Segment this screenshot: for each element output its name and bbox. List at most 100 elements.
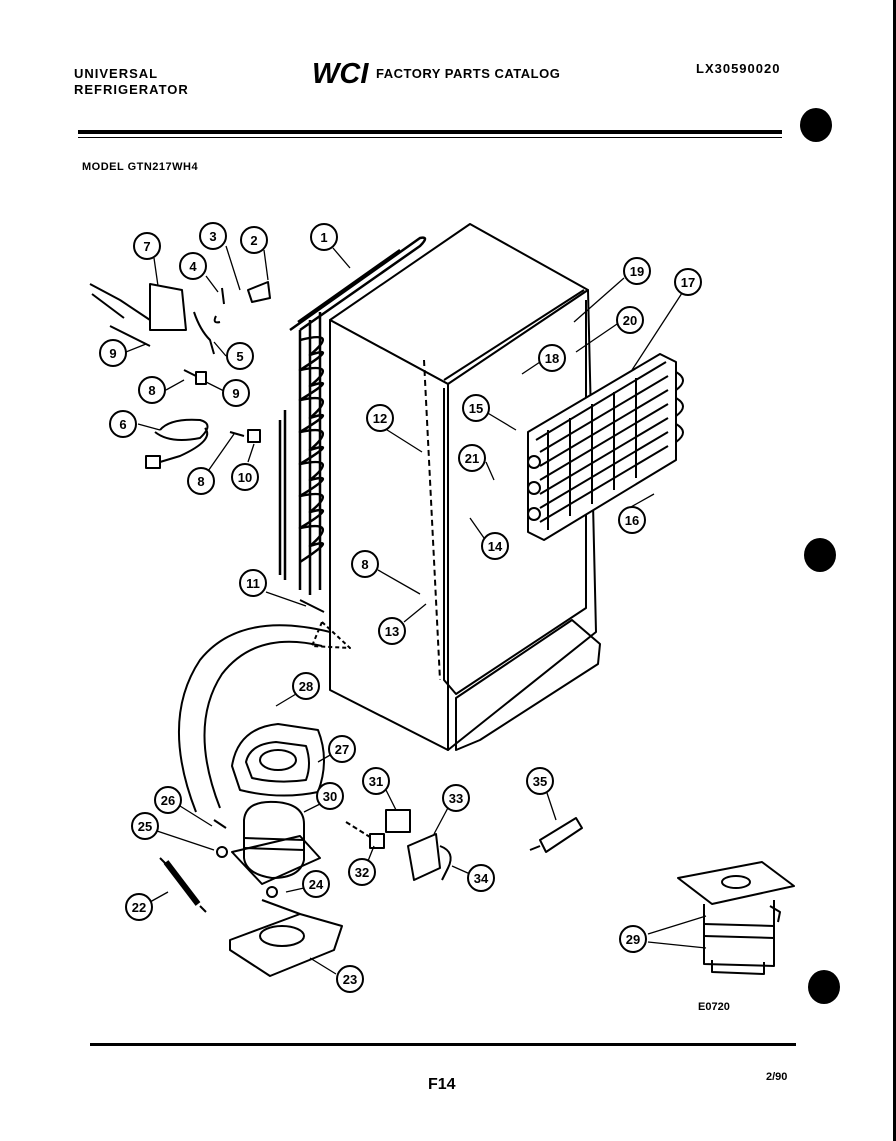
svg-text:27: 27 [335, 742, 349, 757]
callout-15: 15 [462, 394, 490, 422]
compressor-base [229, 899, 343, 977]
svg-text:20: 20 [623, 313, 637, 328]
callout-9b: 9 [222, 379, 250, 407]
svg-text:9: 9 [232, 386, 239, 401]
svg-text:28: 28 [299, 679, 313, 694]
callout-16: 16 [618, 506, 646, 534]
callout-7: 7 [133, 232, 161, 260]
svg-text:13: 13 [385, 624, 399, 639]
callout-9a: 9 [99, 339, 127, 367]
compressor [213, 800, 379, 898]
callout-29: 29 [619, 925, 647, 953]
callout-24: 24 [302, 870, 330, 898]
svg-text:34: 34 [474, 871, 489, 886]
svg-text:23: 23 [343, 972, 357, 987]
callout-6: 6 [109, 410, 137, 438]
callout-8c: 8 [351, 550, 379, 578]
part-callouts: 1 2 3 4 5 6 7 8 8 8 9 9 10 11 12 13 14 1… [99, 222, 702, 993]
callout-17: 17 [674, 268, 702, 296]
brand-line-2: REFRIGERATOR [74, 82, 189, 97]
callout-21: 21 [458, 444, 486, 472]
callout-35: 35 [526, 767, 554, 795]
leader-lines [125, 245, 707, 975]
callout-23: 23 [336, 965, 364, 993]
svg-text:8: 8 [148, 383, 155, 398]
footer-rule [90, 1043, 796, 1046]
callout-14: 14 [481, 532, 509, 560]
svg-text:30: 30 [323, 789, 337, 804]
electrical-components [369, 809, 583, 881]
condenser-coil [278, 236, 427, 595]
callout-30: 30 [316, 782, 344, 810]
callout-2: 2 [240, 226, 268, 254]
callout-19: 19 [623, 257, 651, 285]
svg-text:5: 5 [236, 349, 243, 364]
svg-text:21: 21 [465, 451, 479, 466]
page-border [893, 0, 896, 1141]
svg-text:9: 9 [109, 346, 116, 361]
callout-32: 32 [348, 858, 376, 886]
header-rule-thin [78, 137, 782, 138]
svg-text:35: 35 [533, 774, 547, 789]
page-number: F14 [428, 1076, 456, 1093]
small-parts [89, 281, 271, 469]
callout-22: 22 [125, 893, 153, 921]
wci-logo: WCI [312, 58, 369, 86]
svg-text:32: 32 [355, 865, 369, 880]
revision-date: 2/90 [766, 1071, 788, 1083]
binder-hole-bottom [808, 970, 840, 1004]
catalog-number: LX30590020 [696, 61, 781, 76]
binder-hole-top [800, 108, 832, 142]
filter-drier [159, 857, 207, 913]
svg-text:19: 19 [630, 264, 644, 279]
svg-text:33: 33 [449, 791, 463, 806]
callout-33: 33 [442, 784, 470, 812]
svg-text:3: 3 [209, 229, 216, 244]
binder-hole-middle [804, 538, 836, 572]
svg-text:8: 8 [197, 474, 204, 489]
svg-text:12: 12 [373, 411, 387, 426]
svg-text:16: 16 [625, 513, 639, 528]
drain-pan [231, 723, 325, 797]
svg-text:6: 6 [119, 417, 126, 432]
callout-10: 10 [231, 463, 259, 491]
callout-1: 1 [310, 223, 338, 251]
svg-text:31: 31 [369, 774, 383, 789]
svg-text:18: 18 [545, 351, 559, 366]
inset-compressor [677, 861, 795, 975]
brand-name: UNIVERSAL REFRIGERATOR [74, 66, 189, 98]
callout-27: 27 [328, 735, 356, 763]
svg-text:17: 17 [681, 275, 695, 290]
model-number: MODEL GTN217WH4 [82, 161, 199, 173]
svg-text:2: 2 [250, 233, 257, 248]
evaporator [527, 353, 684, 541]
callout-31: 31 [362, 767, 390, 795]
svg-text:1: 1 [320, 230, 327, 245]
callout-28: 28 [292, 672, 320, 700]
svg-text:25: 25 [138, 819, 152, 834]
svg-text:11: 11 [246, 576, 260, 591]
diagram-code: E0720 [698, 1001, 730, 1013]
svg-text:8: 8 [361, 557, 368, 572]
svg-text:7: 7 [143, 239, 150, 254]
catalog-title: FACTORY PARTS CATALOG [376, 66, 561, 81]
callout-11: 11 [239, 569, 267, 597]
callout-12: 12 [366, 404, 394, 432]
svg-text:24: 24 [309, 877, 324, 892]
svg-text:26: 26 [161, 793, 175, 808]
callout-8a: 8 [138, 376, 166, 404]
callout-20: 20 [616, 306, 644, 334]
callout-3: 3 [199, 222, 227, 250]
header-rule [78, 130, 782, 134]
svg-text:4: 4 [189, 259, 197, 274]
svg-text:29: 29 [626, 932, 640, 947]
callout-4: 4 [179, 252, 207, 280]
callout-18: 18 [538, 344, 566, 372]
svg-text:14: 14 [488, 539, 503, 554]
drain-tube [177, 599, 351, 813]
callout-5: 5 [226, 342, 254, 370]
callout-34: 34 [467, 864, 495, 892]
logo-text: WCI [312, 58, 369, 86]
